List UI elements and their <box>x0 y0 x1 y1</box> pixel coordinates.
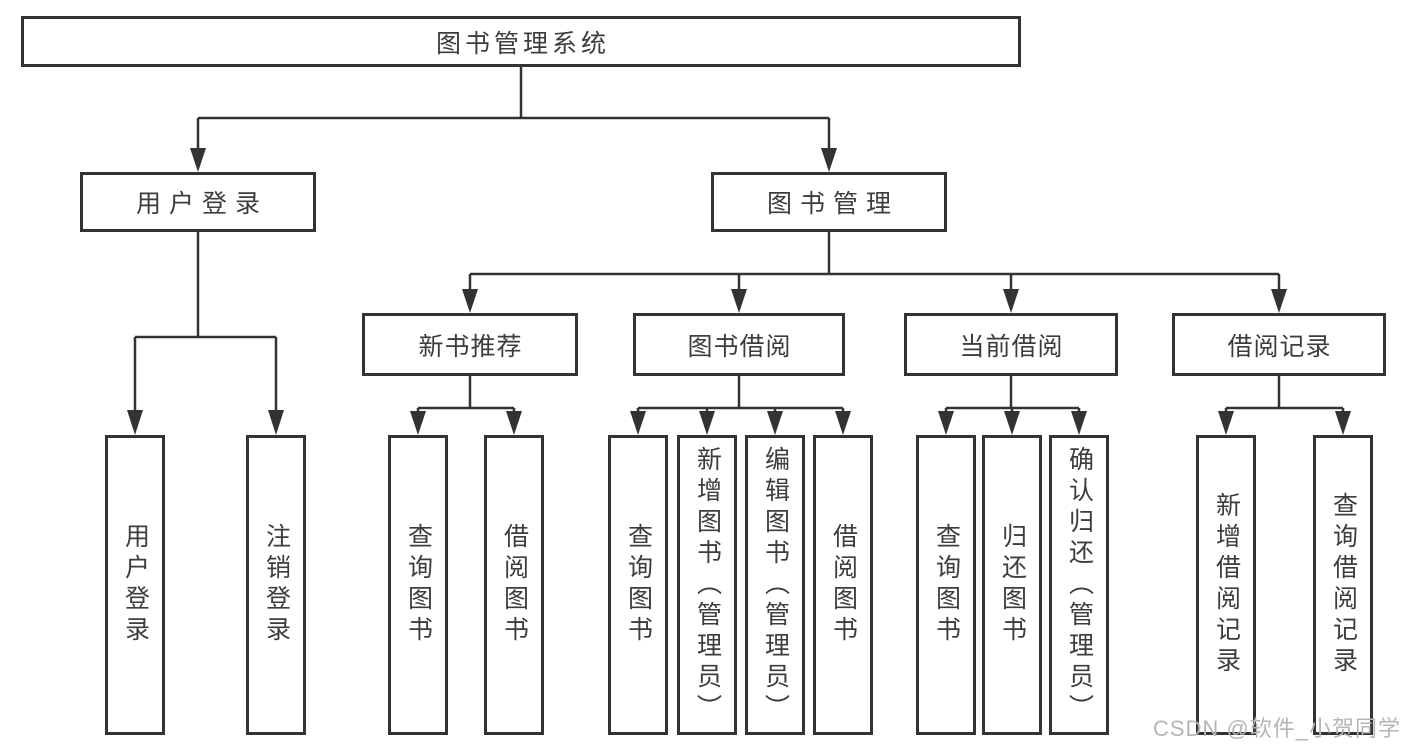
node-borrow-books: 借阅图书 <box>484 435 544 735</box>
node-label: 注销登录 <box>262 523 291 647</box>
node-borrow-books-2: 借阅图书 <box>813 435 873 735</box>
connector-book-borrowing-to-leaves <box>630 376 851 435</box>
node-user-login: 用户登录 <box>80 172 316 232</box>
node-label: 借阅图书 <box>500 523 529 647</box>
node-query-borrow-record: 查询借阅记录 <box>1313 435 1373 735</box>
node-return-books: 归还图书 <box>982 435 1042 735</box>
node-current-borrowing: 当前借阅 <box>904 313 1118 376</box>
node-label: 查询图书 <box>624 523 653 647</box>
connector-user-login-to-leaves <box>127 232 284 435</box>
node-book-borrowing: 图书借阅 <box>633 313 845 376</box>
node-label: 编辑图书（管理员） <box>761 445 790 725</box>
node-book-management: 图书管理 <box>711 172 947 232</box>
node-label: 查询借阅记录 <box>1329 492 1358 678</box>
node-add-borrow-record: 新增借阅记录 <box>1196 435 1256 735</box>
node-label: 确认归还（管理员） <box>1065 445 1094 725</box>
node-confirm-return-admin: 确认归还（管理员） <box>1049 435 1109 735</box>
connector-root-to-level2 <box>190 67 837 172</box>
node-label: 当前借阅 <box>959 332 1064 361</box>
node-label: 新增图书（管理员） <box>693 445 722 725</box>
connector-borrowing-records-to-leaves <box>1218 376 1351 435</box>
node-query-books: 查询图书 <box>388 435 448 735</box>
node-label: 查询图书 <box>932 523 961 647</box>
node-label: 借阅记录 <box>1227 332 1332 361</box>
node-borrowing-records: 借阅记录 <box>1172 313 1386 376</box>
node-query-books-2: 查询图书 <box>608 435 668 735</box>
node-edit-books-admin: 编辑图书（管理员） <box>745 435 805 735</box>
node-library-management-system: 图书管理系统 <box>21 16 1021 67</box>
node-logout: 注销登录 <box>246 435 306 735</box>
connector-current-borrowing-to-leaves <box>938 376 1087 435</box>
node-user-login-leaf: 用户登录 <box>105 435 165 735</box>
node-label: 新增借阅记录 <box>1212 492 1241 678</box>
node-add-books-admin: 新增图书（管理员） <box>677 435 737 735</box>
node-label: 用户登录 <box>121 523 150 647</box>
connector-new-book-to-leaves <box>410 376 522 435</box>
node-label: 新书推荐 <box>418 332 523 361</box>
node-label: 图书管理系统 <box>435 29 610 58</box>
node-label: 图书管理 <box>766 190 899 218</box>
node-new-book-recommendation: 新书推荐 <box>362 313 578 376</box>
node-label: 借阅图书 <box>829 523 858 647</box>
connector-book-management-to-level3 <box>462 232 1287 313</box>
node-label: 图书借阅 <box>687 332 792 361</box>
csdn-watermark: CSDN @软件_小贺同学 <box>1152 716 1401 741</box>
node-label: 用户登录 <box>135 190 268 218</box>
node-label: 查询图书 <box>404 523 433 647</box>
node-query-books-3: 查询图书 <box>916 435 976 735</box>
node-label: 归还图书 <box>998 523 1027 647</box>
